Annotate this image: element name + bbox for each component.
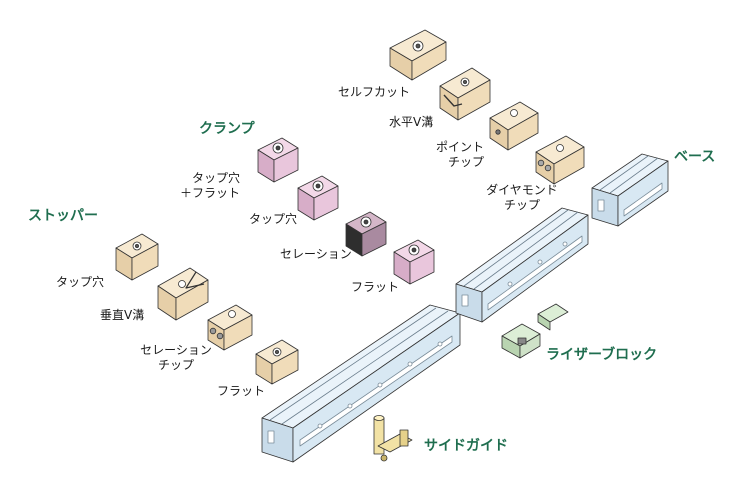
short-base (591, 153, 669, 227)
self-cut-block (389, 29, 447, 81)
stopper-flat (255, 339, 299, 385)
label-diamond-tip-line1: ダイヤモンド (486, 183, 558, 197)
clamp-tapped-hole-flat (257, 137, 299, 183)
label-clamp-flat: フラット (351, 280, 400, 294)
label-diamond-tip-line2: チップ (503, 198, 540, 212)
label-point-tip-line2: チップ (447, 155, 484, 169)
label-clamp-tapped-hole-flat-line2: ＋フラット (180, 186, 241, 200)
category-side-guide: サイドガイド (424, 438, 508, 454)
label-stopper-tapped-hole: タップ穴 (56, 275, 105, 289)
middle-base-rail (455, 207, 589, 323)
long-base-rail (261, 304, 461, 463)
clamp-tapped-hole (297, 175, 339, 221)
stopper-vertical-v-groove (157, 267, 209, 321)
label-clamp-serration: セレーション (280, 247, 352, 261)
category-riser-block: ライザーブロック (546, 347, 658, 363)
label-clamp-tapped-hole-flat: タップ穴 ＋フラット (180, 171, 240, 201)
clamp-serration (345, 211, 387, 257)
horizontal-v-groove-block (439, 67, 491, 121)
label-stopper-flat: フラット (217, 384, 266, 398)
label-point-tip: ポイント チップ (430, 140, 484, 170)
category-stopper: ストッパー (28, 208, 98, 224)
label-clamp-tapped-hole: タップ穴 (249, 212, 298, 226)
category-base: ベース (674, 149, 716, 165)
label-stopper-serration-tip: セレーション チップ (134, 343, 218, 373)
label-self-cut: セルフカット (338, 85, 411, 99)
label-stopper-vertical-v-groove: 垂直V溝 (100, 308, 145, 322)
label-stopper-serration-tip-line2: チップ (157, 358, 194, 372)
diamond-tip-block (535, 135, 585, 185)
riser-block (501, 303, 569, 359)
point-tip-block (489, 101, 539, 151)
clamp-flat (393, 239, 435, 285)
stopper-tapped-hole (115, 233, 159, 281)
label-point-tip-line1: ポイント (435, 140, 484, 154)
category-clamp: クランプ (199, 121, 255, 137)
label-diamond-tip: ダイヤモンド チップ (478, 183, 566, 213)
side-guide (373, 415, 413, 462)
label-clamp-tapped-hole-flat-line1: タップ穴 (191, 171, 240, 185)
label-stopper-serration-tip-line1: セレーション (140, 343, 212, 357)
stopper-serration-tip (207, 304, 253, 351)
label-horizontal-v-groove: 水平V溝 (389, 115, 434, 129)
